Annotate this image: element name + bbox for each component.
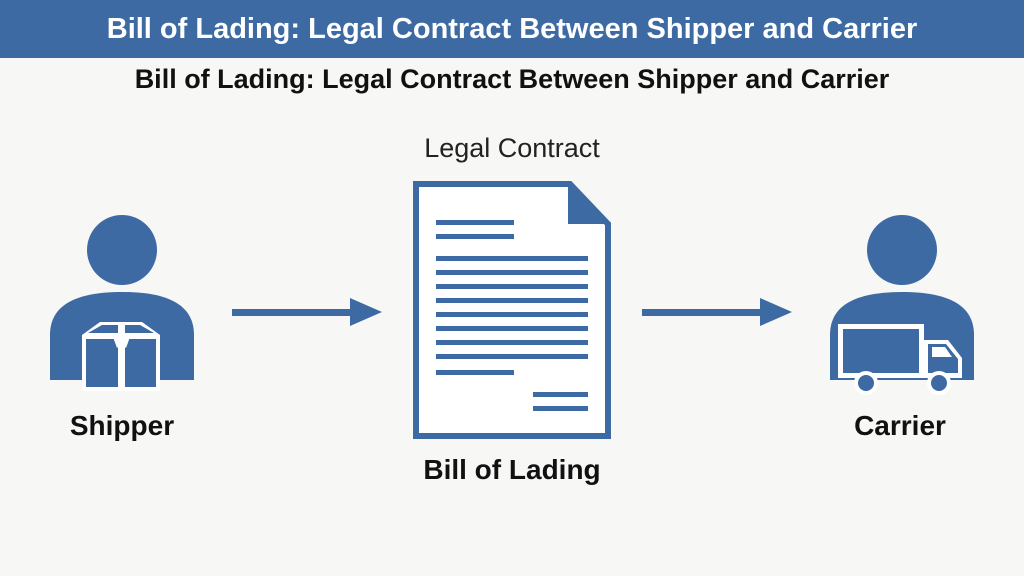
arrow-document-to-carrier [642, 298, 792, 326]
bill-of-lading-label: Bill of Lading [423, 454, 601, 485]
legal-contract-label: Legal Contract [424, 133, 600, 163]
page-heading: Bill of Lading: Legal Contract Between S… [134, 64, 890, 94]
banner-title: Bill of Lading: Legal Contract Between S… [106, 12, 918, 45]
person-with-truck-icon [830, 215, 974, 395]
package-icon [82, 322, 160, 391]
title-banner: Bill of Lading: Legal Contract Between S… [0, 0, 1024, 58]
document-text-lines [436, 220, 588, 411]
document-icon [413, 181, 611, 439]
arrow-shipper-to-document [232, 298, 382, 326]
shipper-label: Shipper [69, 410, 175, 441]
truck-icon [838, 324, 962, 395]
carrier-label: Carrier [854, 410, 946, 441]
person-with-box-icon [50, 215, 194, 391]
